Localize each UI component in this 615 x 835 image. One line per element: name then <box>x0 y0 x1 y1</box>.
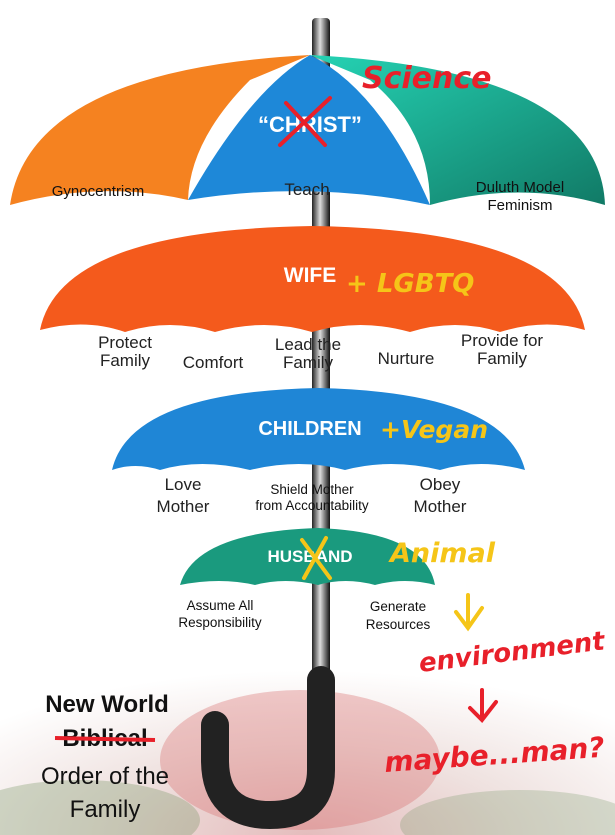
title-family: Family <box>70 796 141 823</box>
husband-item-generate-2: Resources <box>366 617 431 632</box>
umbrella-handle <box>201 666 335 830</box>
red-down-arrow-icon <box>468 688 498 724</box>
label-teach: Teach <box>284 180 329 199</box>
annotation-vegan: +Vegan <box>380 415 488 444</box>
children-umbrella <box>112 388 525 470</box>
wife-item-nurture: Nurture <box>378 349 435 368</box>
wife-item-provide-1: Provide for <box>461 331 544 350</box>
children-item-love-2: Mother <box>157 497 210 516</box>
label-duluth-1: Duluth Model <box>476 179 564 196</box>
red-strikethrough <box>54 736 156 742</box>
annotation-animal: Animal <box>388 538 496 569</box>
annotation-lgbtq: + LGBTQ <box>346 269 474 299</box>
title-order-of-the: Order of the <box>41 763 169 790</box>
children-item-love-1: Love <box>165 475 202 494</box>
yellow-x-mark <box>300 536 332 580</box>
leaf-blur <box>0 780 200 835</box>
wife-item-lead-2: Family <box>283 353 334 372</box>
children-item-obey-1: Obey <box>420 475 461 494</box>
wife-umbrella <box>40 226 585 332</box>
husband-umbrella <box>180 528 435 585</box>
husband-item-generate-1: Generate <box>370 599 426 614</box>
leaf-blur <box>400 790 615 835</box>
children-item-obey-2: Mother <box>414 497 467 516</box>
annotation-science: Science <box>362 61 492 96</box>
children-item-shield-2: from Accountability <box>255 498 369 513</box>
husband-label: HUSBAND <box>268 547 353 566</box>
label-duluth-2: Feminism <box>487 197 552 214</box>
wife-item-comfort: Comfort <box>183 353 244 372</box>
red-x-mark <box>278 96 332 147</box>
wife-item-protect-2: Family <box>100 351 151 370</box>
wife-item-provide-2: Family <box>477 349 528 368</box>
children-item-shield-1: Shield Mother <box>270 482 354 497</box>
children-label: CHILDREN <box>258 418 361 440</box>
wife-label: WIFE <box>284 264 337 287</box>
title-new-world: New World <box>45 691 169 718</box>
wife-item-lead-1: Lead the <box>275 335 341 354</box>
husband-item-assume-2: Responsibility <box>178 615 262 630</box>
yellow-down-arrow-icon <box>454 593 484 632</box>
label-gynocentrism: Gynocentrism <box>52 183 145 200</box>
husband-item-assume-1: Assume All <box>187 598 254 613</box>
wife-item-protect-1: Protect <box>98 333 152 352</box>
